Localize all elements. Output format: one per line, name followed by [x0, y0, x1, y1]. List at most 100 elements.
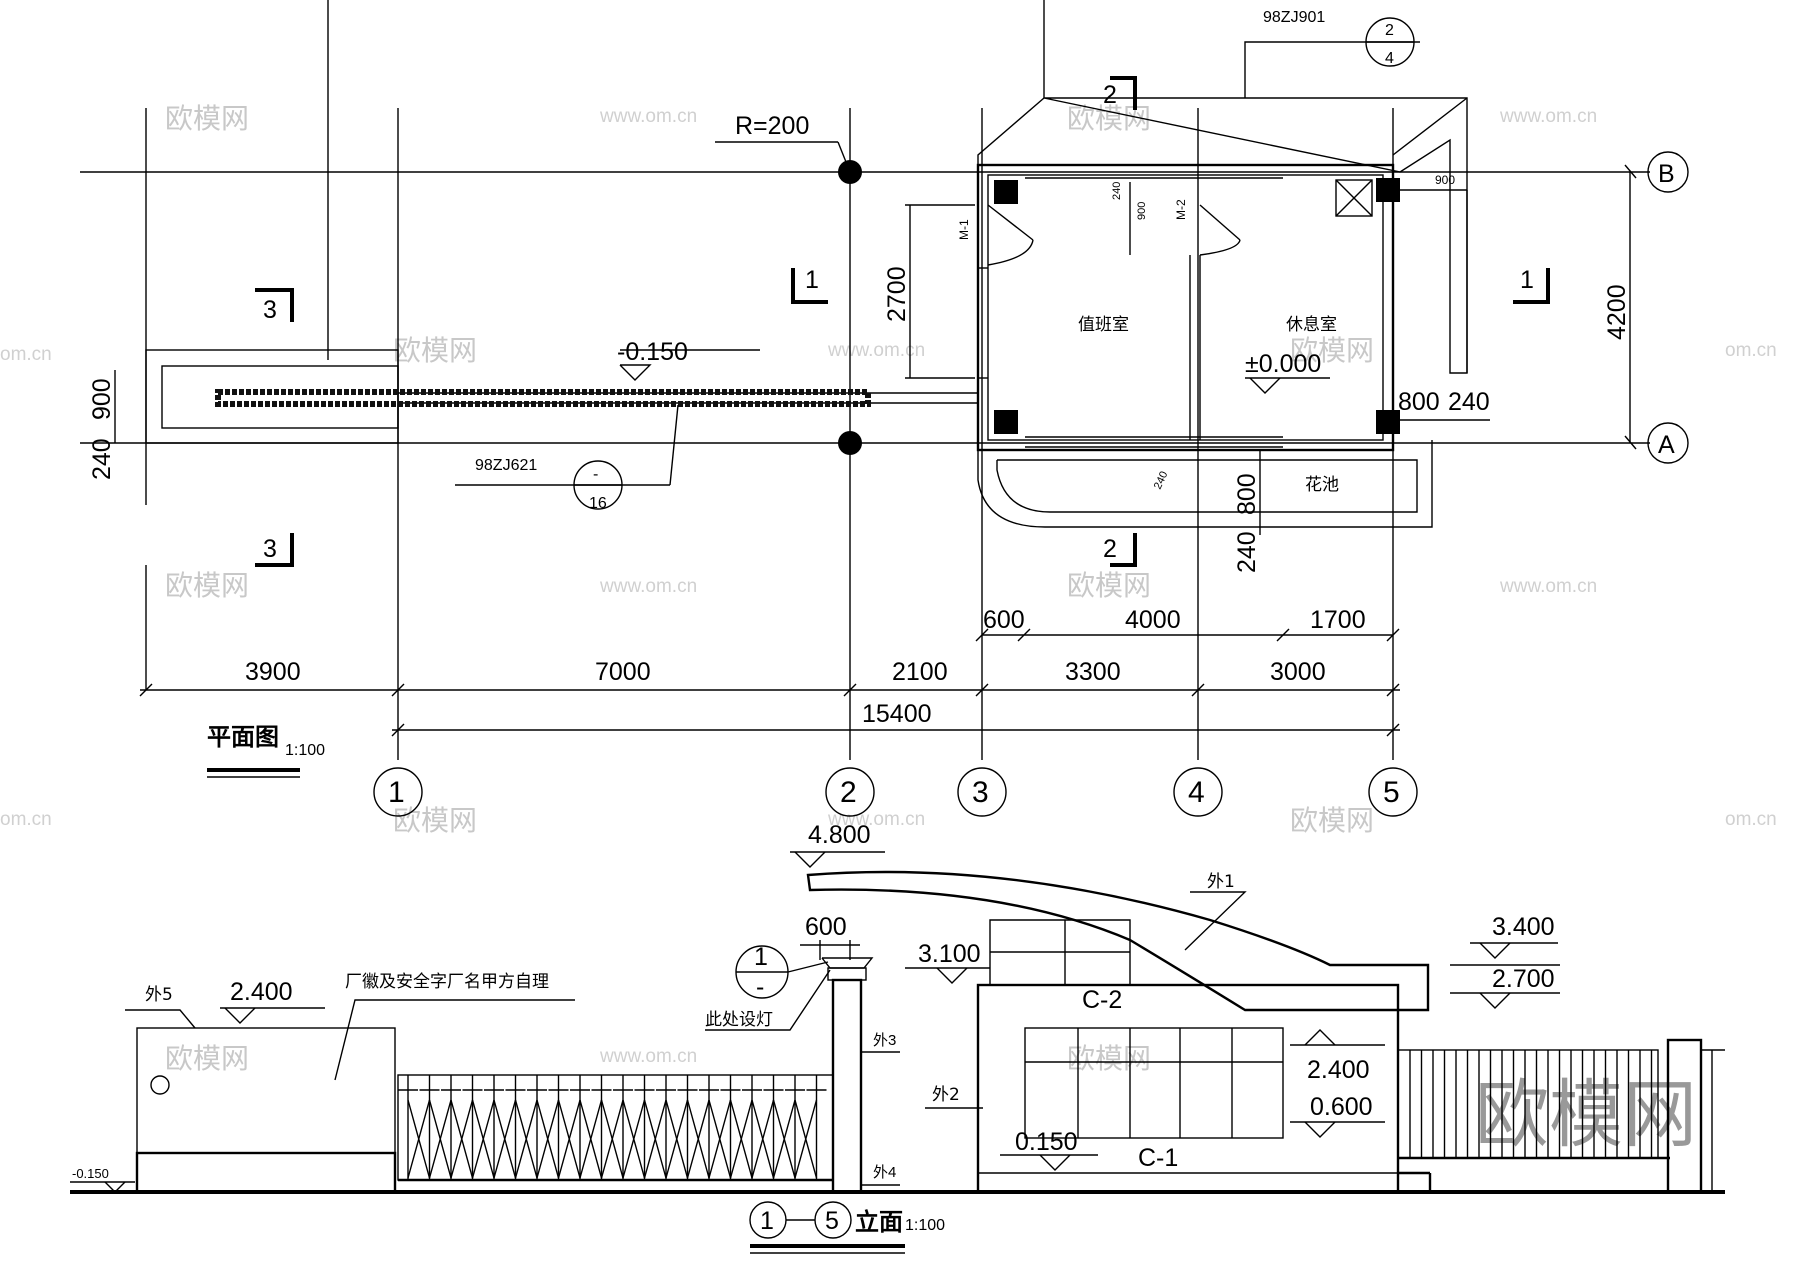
gate-scissor [643, 1099, 667, 1179]
dim-text: 600 [983, 606, 1025, 634]
watermark-brand: 欧模网 [393, 804, 477, 837]
tick [391, 683, 405, 697]
elev-label: 2.400 [230, 978, 293, 1006]
section-mark [1110, 533, 1137, 567]
watermark-url: www.om.cn [1499, 106, 1597, 127]
dim-text: 3900 [245, 658, 301, 686]
tick [1386, 683, 1400, 697]
window-label: C-2 [1082, 986, 1122, 1014]
dim-text: 3300 [1065, 658, 1121, 686]
door-arc [987, 239, 1034, 266]
section-label: 3 [263, 296, 277, 324]
watermark-brand: 欧模网 [1290, 804, 1374, 837]
door-label: M-2 [1174, 199, 1188, 220]
detail-num: 1 [754, 943, 768, 971]
equipment-box-x [1335, 179, 1373, 217]
building-wall-inner [987, 174, 1384, 441]
gate-scissor [493, 1099, 517, 1179]
radius-label: R=200 [735, 112, 809, 140]
axis-marker-2 [825, 767, 875, 817]
material-label: 外3 [873, 1032, 896, 1049]
gate-scissor [751, 1099, 775, 1179]
elev-triangle [936, 967, 968, 984]
column [1376, 178, 1400, 202]
gate-scissor [708, 1099, 732, 1179]
flower-bed-inner [996, 459, 1418, 513]
section-label: 1 [805, 266, 819, 294]
dim-text: 15400 [862, 700, 932, 728]
gate-scissor [600, 1099, 624, 1179]
column [994, 180, 1018, 204]
tick [391, 723, 405, 737]
tick [1017, 628, 1031, 642]
gate-scissor [622, 1099, 646, 1179]
tick [1276, 628, 1290, 642]
dim-text: 240 [1448, 388, 1490, 416]
axis-label: 3 [972, 776, 989, 809]
elev-label: 3.100 [918, 940, 981, 968]
gate-scissor [557, 1099, 581, 1179]
elev-label: 4.800 [808, 821, 871, 849]
watermark-brand: 欧模网 [393, 334, 477, 367]
note-lamp: 此处设灯 [705, 1010, 773, 1030]
leader-line [837, 141, 851, 173]
axis-marker-4 [1173, 767, 1223, 817]
sign-wall-base [135, 1151, 397, 1194]
title-axis-from: 1 [760, 1207, 774, 1235]
tick [1191, 683, 1205, 697]
material-label: 外5 [145, 985, 173, 1005]
row-label: A [1658, 431, 1675, 459]
gate-scissor [772, 1099, 796, 1179]
gate-scissor [579, 1099, 603, 1179]
axis-label: 2 [840, 776, 857, 809]
window-c1 [1024, 1027, 1284, 1139]
axis-marker-3 [957, 767, 1007, 817]
dim-text: 2700 [883, 266, 911, 322]
fence-bars [1409, 1050, 1653, 1158]
section-label: 3 [263, 535, 277, 563]
elevation-scale: 1:100 [905, 1217, 945, 1234]
elevation-title: 立面 [855, 1208, 903, 1236]
window-label: C-1 [1138, 1144, 1178, 1172]
equipment-box [1335, 179, 1373, 217]
dim-text: 3000 [1270, 658, 1326, 686]
building-body [976, 983, 1400, 1194]
dim-text: 4200 [1603, 284, 1631, 340]
section-mark [1513, 268, 1550, 304]
detail-den: - [756, 973, 764, 1001]
watermark-url: www.om.cn [599, 576, 697, 597]
gate-scissor [665, 1099, 689, 1179]
door-swing [987, 204, 1034, 241]
elev-label: 2.400 [1307, 1056, 1370, 1084]
tick [975, 683, 989, 697]
axis-marker-1 [373, 767, 423, 817]
elev-triangle [1304, 1029, 1336, 1046]
title-axis-to: 5 [825, 1207, 839, 1235]
ref-code: 98ZJ621 [475, 457, 537, 474]
gate-scissor [729, 1099, 753, 1179]
row-label: B [1658, 160, 1675, 188]
material-label: 外2 [932, 1085, 960, 1105]
row-marker-b [1647, 151, 1689, 193]
axis-label: 4 [1188, 776, 1205, 809]
elev-label: -0.150 [72, 1166, 109, 1181]
title-axis-marker [814, 1201, 852, 1239]
material-label: 外1 [1207, 872, 1235, 892]
door-arc [1199, 239, 1241, 256]
tick [1624, 435, 1637, 450]
gate-bars [398, 1075, 827, 1180]
elev-label: 0.600 [1310, 1093, 1373, 1121]
ref-num: - [593, 466, 598, 483]
column [1376, 410, 1400, 434]
section-mark [255, 533, 294, 567]
dim-text: 240 [1111, 182, 1123, 200]
elev-triangle [1249, 377, 1281, 394]
watermark-brand: 欧模网 [1067, 569, 1151, 602]
watermark-brand: 欧模网 [165, 569, 249, 602]
elevation: 外5 2.400 厂徽及安全字厂名甲方自理 -0.150 此处设灯 外3 外4 … [70, 821, 1725, 1254]
gate-scissor [428, 1099, 452, 1179]
dim-text: 240 [1233, 531, 1261, 573]
tick [975, 628, 989, 642]
gate-scissor [536, 1099, 560, 1179]
